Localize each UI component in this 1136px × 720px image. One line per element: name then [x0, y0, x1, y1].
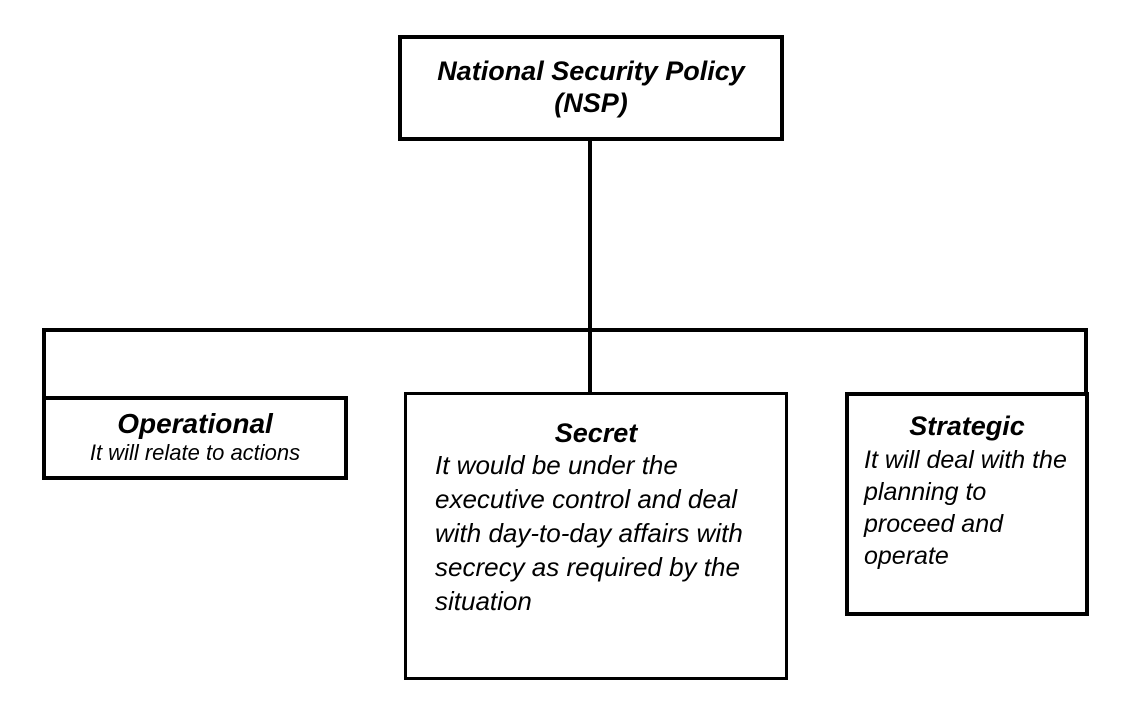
secret-title: Secret — [554, 418, 638, 448]
strategic-title: Strategic — [909, 411, 1025, 441]
node-national-security-policy: National Security Policy (NSP) — [398, 35, 784, 141]
connector-right-drop — [1084, 328, 1088, 395]
connector-root-vertical — [588, 140, 592, 330]
secret-description: It would be under the executive control … — [435, 450, 743, 616]
node-operational: Operational It will relate to actions — [42, 396, 348, 480]
connector-center-drop — [588, 328, 592, 394]
connector-horizontal — [42, 328, 1088, 332]
root-title-line2: (NSP) — [554, 88, 628, 118]
node-strategic: Strategic It will deal with the planning… — [845, 392, 1089, 616]
connector-left-drop — [42, 328, 46, 398]
strategic-description: It will deal with the planning to procee… — [864, 445, 1067, 570]
node-secret: Secret It would be under the executive c… — [404, 392, 788, 680]
operational-title: Operational — [117, 408, 273, 440]
operational-description: It will relate to actions — [89, 440, 301, 466]
root-title-line1: National Security Policy — [437, 56, 745, 87]
